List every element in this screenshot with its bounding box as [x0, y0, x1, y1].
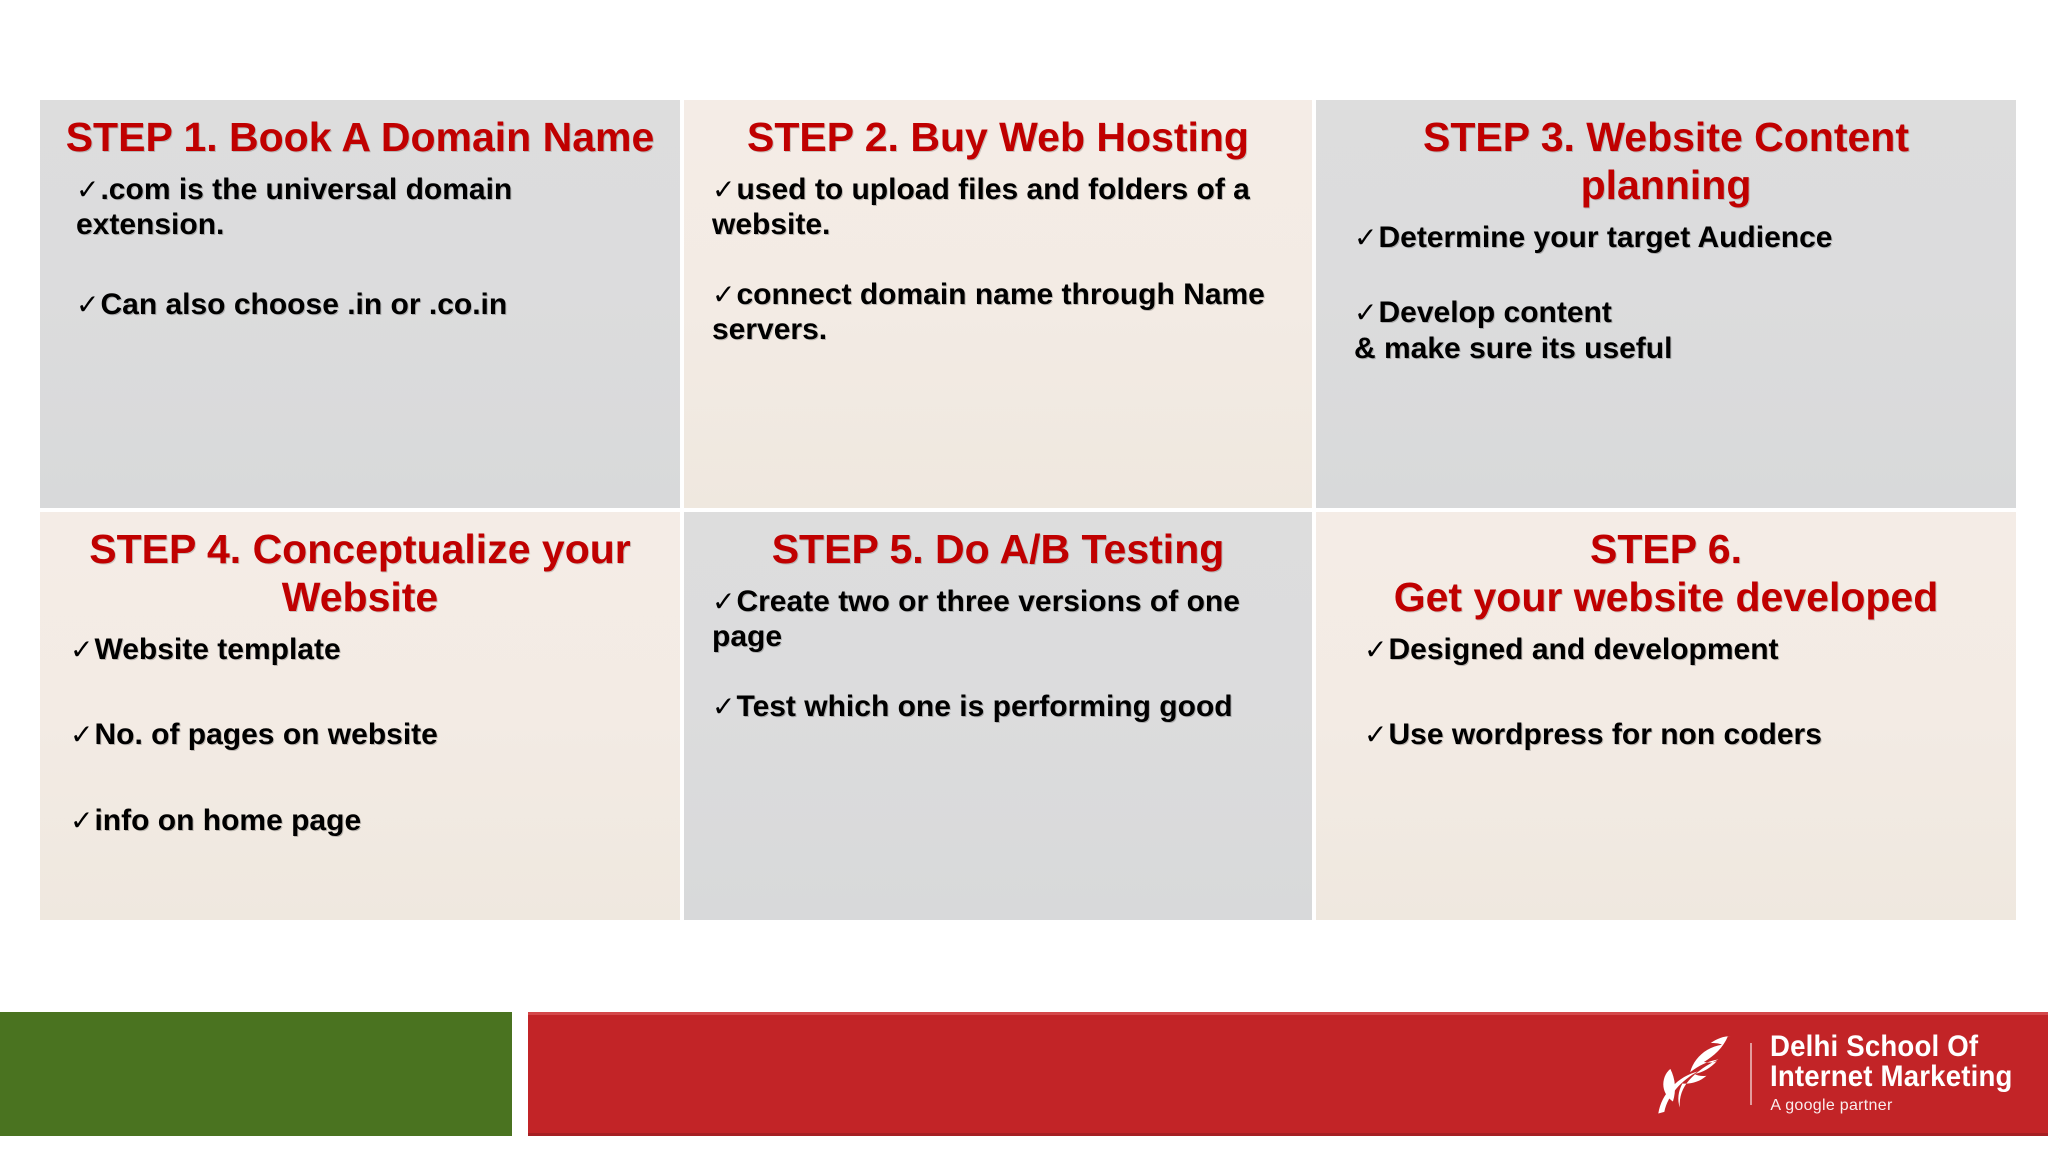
bullet-text: Designed and development [1388, 632, 1779, 666]
step-title-5: STEP 5. Do A/B Testing [771, 526, 1225, 572]
logo-text: Delhi School Of Internet Marketing A goo… [1762, 1029, 2034, 1117]
logo-line-2: Internet Marketing [1770, 1060, 2013, 1094]
bullet-text: Use wordpress for non coders [1388, 718, 1822, 752]
bullet-item: ✓No. of pages on website [70, 717, 658, 752]
logo-tagline: A google partner [1770, 1096, 1893, 1114]
step-title-6: STEP 6. Get your website developed [1393, 526, 1939, 620]
bullet-item: ✓Can also choose .in or .co.in [76, 287, 658, 322]
logo-line-1: Delhi School Of [1770, 1029, 1979, 1063]
brand-logo: Delhi School Of Internet Marketing A goo… [1654, 1026, 2034, 1122]
check-icon: ✓ [70, 719, 94, 751]
step-bullets-5: ✓Create two or three versions of one pag… [706, 584, 1290, 724]
steps-grid: STEP 1. Book A Domain Name ✓.com is the … [40, 100, 2016, 924]
bullet-item: ✓Designed and development [1364, 632, 1994, 667]
check-icon: ✓ [1354, 297, 1378, 329]
bullet-text: used to upload files and folders of a we… [712, 172, 1250, 242]
step-card-2[interactable]: STEP 2. Buy Web Hosting ✓used to upload … [684, 100, 1312, 508]
step-title-1: STEP 1. Book A Domain Name [65, 114, 655, 160]
step-bullets-3: ✓Determine your target Audience ✓Develop… [1338, 220, 1994, 366]
logo-divider [1750, 1043, 1753, 1105]
step-title-4: STEP 4. Conceptualize your Website [89, 526, 631, 620]
bullet-text: connect domain name through Name servers… [712, 277, 1265, 347]
step-title-3: STEP 3. Website Content planning [1422, 114, 1909, 208]
bullet-item: ✓Website template [70, 632, 658, 667]
bullet-text: Create two or three versions of one page [712, 584, 1240, 654]
bullet-item: ✓Create two or three versions of one pag… [712, 584, 1290, 655]
bullet-item: ✓.com is the universal domain extension. [76, 172, 658, 243]
check-icon: ✓ [1354, 221, 1378, 253]
bullet-item: ✓Test which one is performing good [712, 689, 1290, 724]
bullet-text: Test which one is performing good [736, 689, 1233, 723]
bullet-text: Website template [94, 632, 341, 666]
check-icon: ✓ [70, 633, 94, 665]
check-icon: ✓ [76, 173, 100, 205]
check-icon: ✓ [76, 288, 100, 320]
check-icon: ✓ [712, 278, 736, 310]
bullet-item: ✓Use wordpress for non coders [1364, 717, 1994, 752]
bullet-item: ✓info on home page [70, 803, 658, 838]
footer-red-bar [528, 1012, 2048, 1136]
step-card-1[interactable]: STEP 1. Book A Domain Name ✓.com is the … [40, 100, 680, 508]
check-icon: ✓ [712, 690, 736, 722]
bullet-text: Develop content & make sure its useful [1354, 296, 1673, 365]
step-card-3[interactable]: STEP 3. Website Content planning ✓Determ… [1316, 100, 2016, 508]
step-bullets-6: ✓Designed and development ✓Use wordpress… [1338, 632, 1994, 753]
bullet-text: Can also choose .in or .co.in [100, 287, 508, 321]
bullet-text: info on home page [94, 803, 362, 837]
step-card-4[interactable]: STEP 4. Conceptualize your Website ✓Webs… [40, 512, 680, 920]
step-bullets-1: ✓.com is the universal domain extension.… [62, 172, 658, 322]
feather-quill-icon [1658, 1036, 1731, 1114]
bullet-item: ✓Develop content & make sure its useful [1354, 295, 1994, 366]
step-title-2: STEP 2. Buy Web Hosting [747, 114, 1249, 160]
check-icon: ✓ [70, 804, 94, 836]
step-bullets-2: ✓used to upload files and folders of a w… [706, 172, 1290, 348]
step-card-6[interactable]: STEP 6. Get your website developed ✓Desi… [1316, 512, 2016, 920]
bullet-item: ✓Determine your target Audience [1354, 220, 1994, 255]
footer-green-bar [0, 1012, 512, 1136]
check-icon: ✓ [1364, 719, 1388, 751]
check-icon: ✓ [1364, 633, 1388, 665]
bullet-text: .com is the universal domain extension. [76, 172, 513, 242]
bullet-text: Determine your target Audience [1378, 220, 1833, 254]
check-icon: ✓ [712, 173, 736, 205]
bullet-text: No. of pages on website [94, 718, 438, 752]
check-icon: ✓ [712, 585, 736, 617]
bullet-item: ✓used to upload files and folders of a w… [712, 172, 1290, 243]
step-card-5[interactable]: STEP 5. Do A/B Testing ✓Create two or th… [684, 512, 1312, 920]
step-bullets-4: ✓Website template ✓No. of pages on websi… [62, 632, 658, 838]
bullet-item: ✓connect domain name through Name server… [712, 277, 1290, 348]
